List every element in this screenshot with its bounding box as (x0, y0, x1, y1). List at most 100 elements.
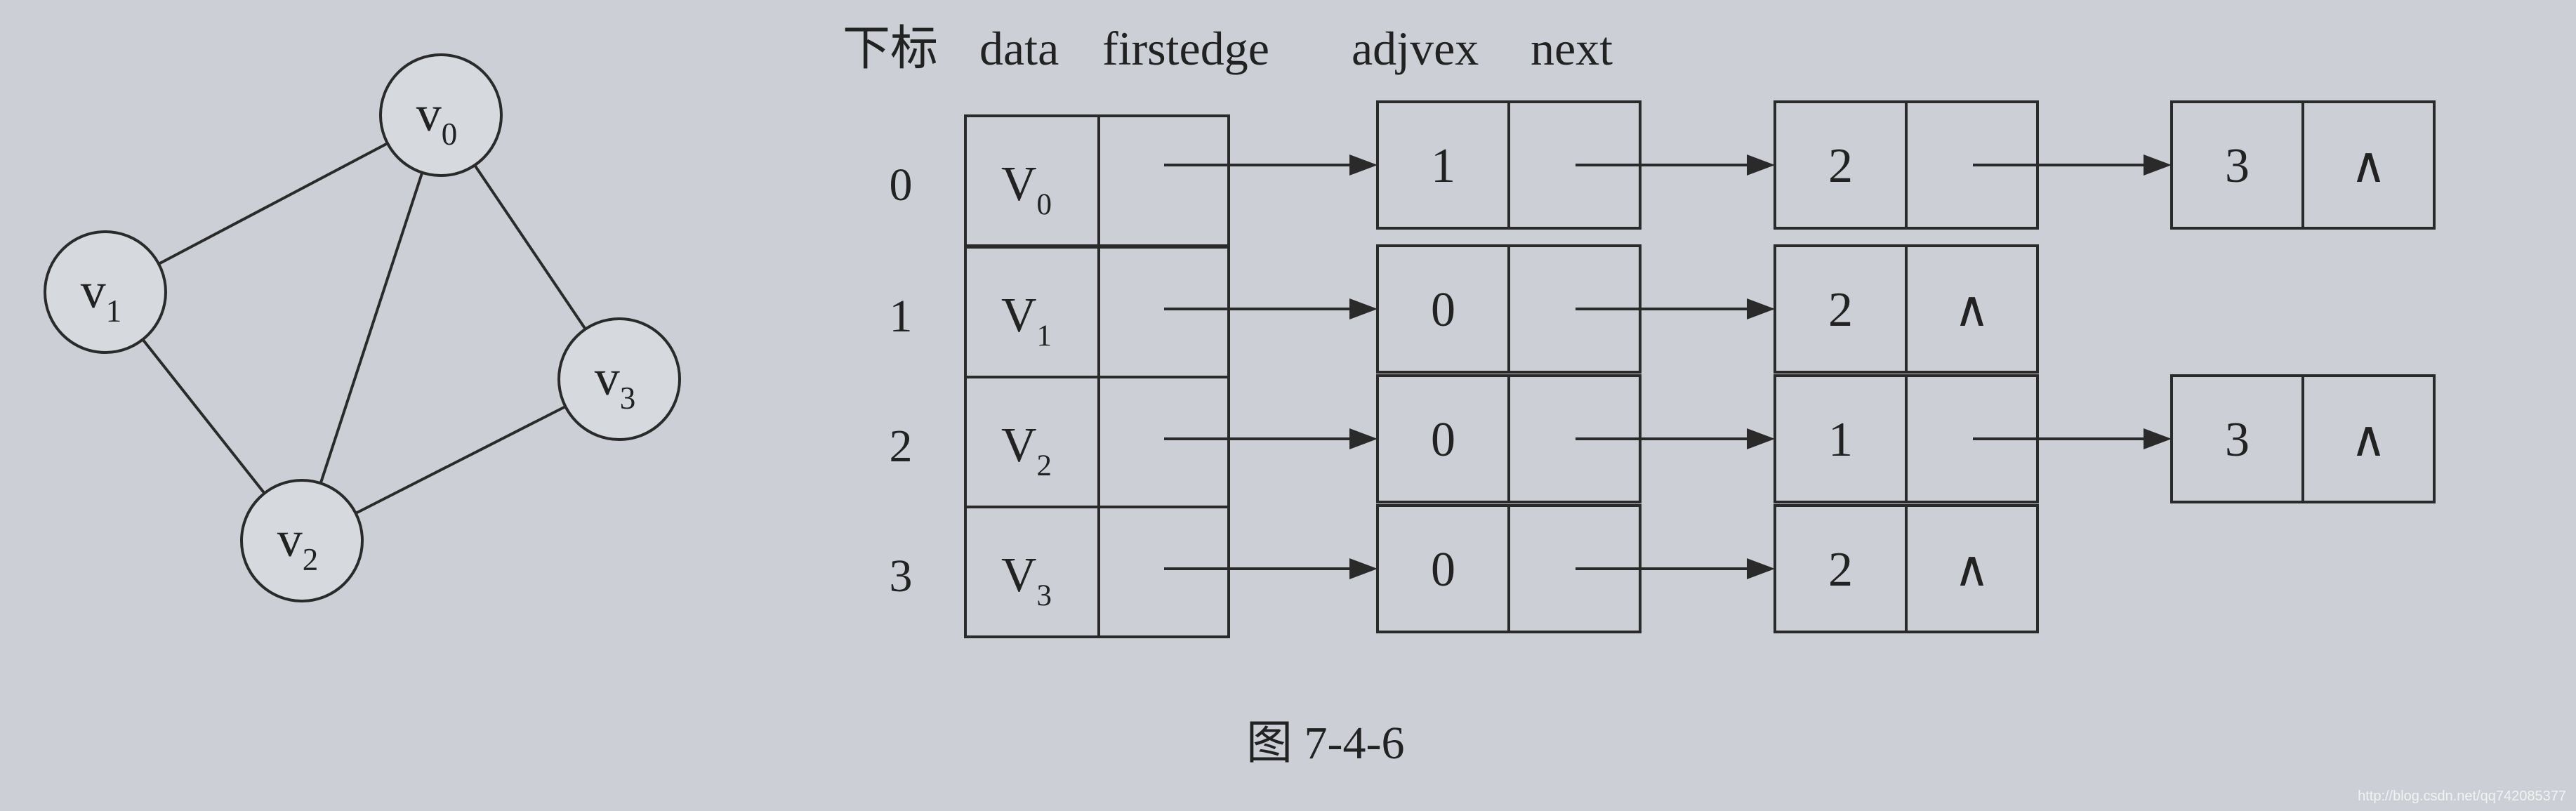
edge-node-2-2: 3∧ (2170, 374, 2436, 503)
adjvex-value: 0 (1431, 543, 1455, 597)
graph-edges (141, 142, 587, 515)
arrow-head (1747, 154, 1775, 176)
header-adjvex-label: adjvex (1352, 22, 1479, 75)
vertex-index: 1 (890, 291, 913, 342)
next-arrow-0-1 (1973, 154, 2172, 176)
vertex-row-3: 3 V3 (890, 506, 1230, 638)
vertex-data-label-v0: V0 (1001, 157, 1052, 221)
graph-node-label-v1-letter: v (81, 263, 106, 319)
vertex-firstedge-cell (1097, 376, 1230, 508)
graph-edge-v0-v1 (158, 142, 388, 265)
vertex-firstedge-cell (1097, 506, 1230, 638)
arrow-head (1747, 428, 1775, 449)
null-pointer-symbol: ∧ (1954, 283, 1990, 337)
graph-node-v3: v3 (557, 317, 681, 441)
vertex-firstedge-cell (1097, 246, 1230, 378)
graph-node-circle (44, 230, 167, 354)
adjvex-value: 2 (1828, 543, 1853, 597)
vertex-data-label-v3: V3 (1001, 548, 1052, 612)
adjvex-value: 1 (1828, 413, 1853, 467)
graph-node-circle (379, 53, 503, 177)
graph-node-label-v1: v1 (81, 263, 122, 329)
arrow-head (1349, 154, 1378, 176)
adjvex-value: 3 (2225, 413, 2250, 467)
graph-node-label-v1-subscript: 1 (106, 294, 122, 329)
graph-edge-v1-v2 (141, 338, 266, 494)
next-arrow-2-0 (1576, 428, 1775, 449)
vertex-data-label-v2: V2 (1001, 418, 1052, 482)
graph-node-label-v0: v0 (416, 86, 458, 152)
adjvex-value: 1 (1431, 139, 1455, 193)
figure-caption: 图 7-4-6 (1246, 718, 1404, 769)
vertex-index: 2 (890, 421, 913, 472)
graph-node-circle (557, 317, 681, 441)
graph-node-label-v3-letter: v (595, 350, 620, 406)
adjvex-value: 0 (1431, 283, 1455, 337)
arrow-head (1747, 558, 1775, 579)
arrow-head (1349, 428, 1378, 449)
graph-node-label-v2: v2 (277, 511, 319, 577)
vertex-data-label-v1: V1 (1001, 289, 1052, 352)
graph-node-label-v3: v3 (595, 350, 636, 416)
graph-node-label-v0-subscript: 0 (442, 117, 458, 152)
null-pointer-symbol: ∧ (1954, 543, 1990, 597)
watermark: http://blog.csdn.net/qq742085377 (2358, 789, 2566, 804)
arrow-head (1747, 298, 1775, 319)
next-cell (1905, 244, 2039, 374)
edge-node-1-1: 2∧ (1774, 244, 2039, 374)
graph-node-label-v2-subscript: 2 (303, 542, 319, 577)
vertex-data-label-v0-letter: V (1001, 157, 1037, 211)
edge-node-0-2: 3∧ (2170, 100, 2436, 230)
vertex-data-label-v1-subscript: 1 (1037, 319, 1052, 352)
arrow-head (1349, 298, 1378, 319)
arrow-head (2144, 428, 2172, 449)
firstedge-arrow-3 (1164, 558, 1378, 579)
vertex-data-label-v3-letter: V (1001, 548, 1037, 602)
graph-node-label-v3-subscript: 3 (620, 381, 636, 416)
next-arrow-2-1 (1973, 428, 2172, 449)
next-arrow-0-0 (1576, 154, 1775, 176)
null-pointer-symbol: ∧ (2351, 413, 2386, 467)
next-arrow-3-0 (1576, 558, 1775, 579)
next-cell (2301, 374, 2436, 503)
vertex-data-label-v0-subscript: 0 (1037, 188, 1052, 221)
firstedge-arrow-1 (1164, 298, 1378, 319)
arrow-head (1349, 558, 1378, 579)
next-cell (1905, 504, 2039, 633)
graph-edge-v0-v3 (473, 164, 587, 330)
arrow-head (2144, 154, 2172, 176)
graph-node-v1: v1 (44, 230, 167, 354)
adjvex-value: 2 (1828, 139, 1853, 193)
vertex-data-label-v1-letter: V (1001, 289, 1037, 343)
vertex-data-label-v2-subscript: 2 (1037, 449, 1052, 482)
vertex-data-label-v2-letter: V (1001, 418, 1037, 473)
vertex-index: 0 (890, 159, 913, 211)
next-cell (2301, 100, 2436, 230)
header-index-label: 下标 (843, 22, 938, 75)
graph-node-circle (240, 479, 364, 602)
null-pointer-symbol: ∧ (2351, 139, 2386, 193)
graph-node-label-v2-letter: v (277, 511, 303, 567)
edge-node-3-1: 2∧ (1774, 504, 2039, 633)
header-next-label: next (1531, 22, 1613, 75)
graph-node-v0: v0 (379, 53, 503, 177)
adjvex-value: 2 (1828, 283, 1853, 337)
next-arrow-1-0 (1576, 298, 1775, 319)
header-data-label: data (979, 22, 1059, 75)
adjvex-value: 3 (2225, 139, 2250, 193)
graph-edge-v2-v3 (355, 405, 567, 515)
firstedge-arrow-2 (1164, 428, 1378, 449)
vertex-firstedge-cell (1097, 114, 1230, 247)
vertex-index: 3 (890, 550, 913, 602)
